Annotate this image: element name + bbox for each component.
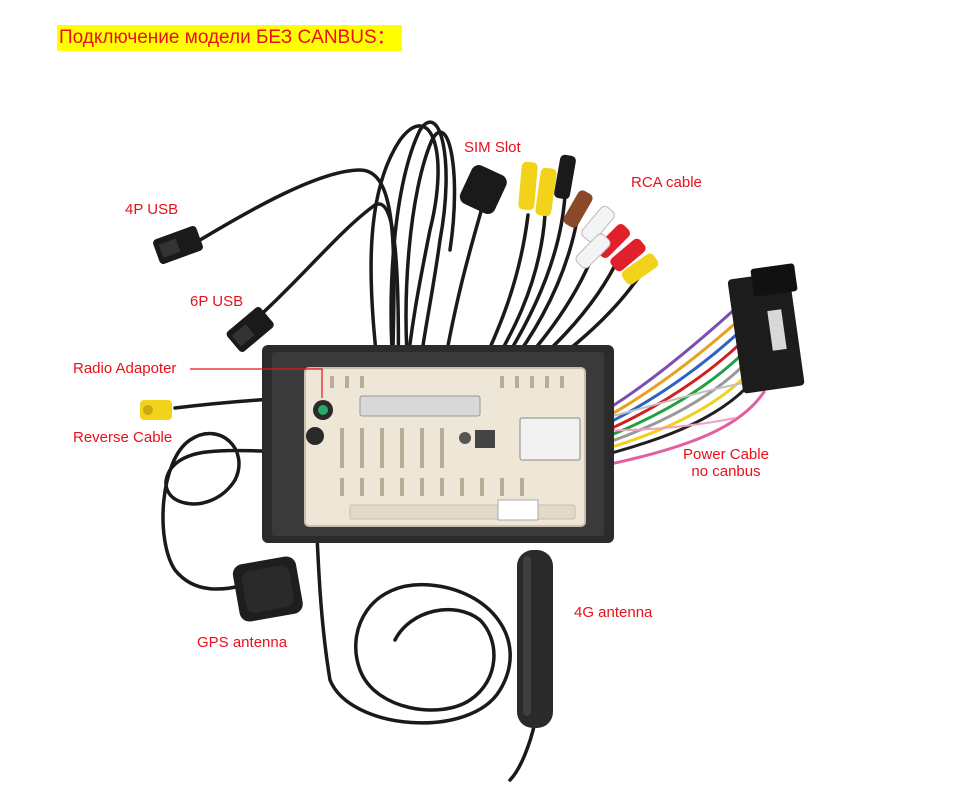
rca-connectors — [518, 154, 659, 285]
label-power-cable: Power Cable no canbus — [676, 446, 776, 480]
lte-antenna-stick — [517, 550, 553, 728]
power-harness-connector — [727, 263, 805, 394]
label-sim-slot: SIM Slot — [464, 139, 521, 156]
head-unit — [190, 345, 614, 543]
usb-connector-6p — [226, 307, 274, 352]
label-reverse-cable: Reverse Cable — [73, 429, 173, 446]
usb-connector-4p — [153, 226, 203, 264]
label-power-cable-line2: no canbus — [691, 463, 761, 480]
label-4g-antenna: 4G antenna — [574, 604, 653, 621]
radio-adapter-pointer — [190, 368, 323, 398]
gps-antenna-puck — [232, 556, 303, 622]
label-rca-cable: RCA cable — [631, 174, 702, 191]
cable-loop-1 — [369, 124, 440, 392]
gps-cable — [161, 431, 314, 591]
cable-loop-3 — [404, 130, 457, 392]
reverse-rca-connector — [140, 400, 172, 420]
label-radio-adapter: Radio Adapoter — [73, 360, 177, 377]
lte-cable — [313, 488, 512, 725]
label-gps-antenna: GPS antenna — [197, 634, 288, 651]
usb-4p-cable — [198, 168, 396, 392]
label-4p-usb: 4P USB — [125, 201, 179, 218]
page-heading: Подключение модели БЕЗ CANBUS： — [57, 25, 402, 51]
usb-6p-cable — [253, 202, 401, 392]
head-unit-vents — [330, 376, 564, 496]
lte-cable-end — [508, 720, 537, 782]
sim-module — [459, 165, 507, 214]
label-power-cable-line1: Power Cable — [683, 446, 769, 463]
label-6p-usb: 6P USB — [190, 293, 244, 310]
